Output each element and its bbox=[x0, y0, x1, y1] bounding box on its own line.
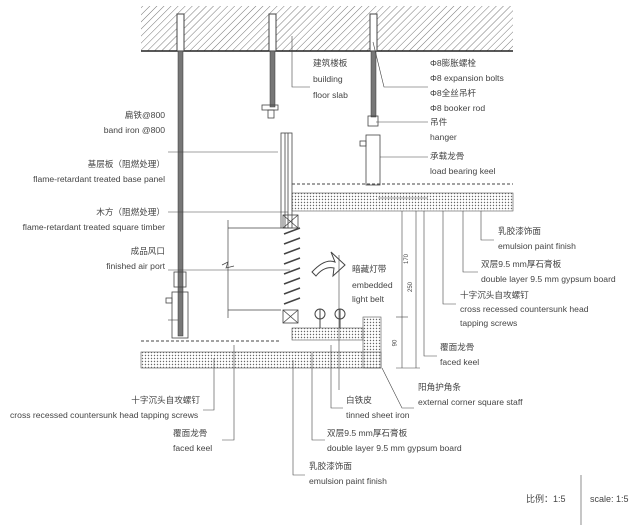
wall-panel bbox=[280, 132, 299, 324]
label-bolt-en: Φ8 expansion bolts bbox=[430, 73, 504, 83]
label-paint2-cn: 乳胶漆饰面 bbox=[309, 461, 352, 471]
label-gyp1-en: double layer 9.5 mm gypsum board bbox=[481, 274, 616, 284]
lower-ceiling-board bbox=[140, 316, 382, 369]
label-air-cn: 成品风口 bbox=[130, 246, 165, 256]
label-light-en1: embedded bbox=[352, 280, 393, 290]
label-light-en2: light belt bbox=[352, 294, 385, 304]
airflow-arrow-icon bbox=[311, 251, 346, 278]
label-timber-cn: 木方（阻燃处理） bbox=[96, 207, 165, 217]
label-lbkeel-cn: 承载龙骨 bbox=[430, 151, 465, 161]
label-timber-en: flame-retardant treated square timber bbox=[22, 222, 165, 232]
scale-en: scale: 1:5 bbox=[590, 494, 629, 504]
label-light-cn: 暗藏灯带 bbox=[352, 264, 387, 274]
label-gyp1-cn: 双层9.5 mm厚石膏板 bbox=[481, 259, 562, 269]
label-corner-en: external corner square staff bbox=[418, 397, 523, 407]
label-faced2-cn: 覆面龙骨 bbox=[173, 428, 208, 438]
label-screw1-en2: tapping screws bbox=[460, 318, 518, 328]
dimension-250: 250 bbox=[408, 281, 415, 293]
label-corner-cn: 阳角护角条 bbox=[418, 382, 461, 392]
label-gyp2-cn: 双层9.5 mm厚石膏板 bbox=[327, 428, 408, 438]
label-band-cn: 扁铁@800 bbox=[124, 110, 165, 120]
label-rod-cn: Φ8全丝吊杆 bbox=[430, 88, 477, 98]
label-slab-en2: floor slab bbox=[313, 90, 348, 100]
label-paint2-en: emulsion paint finish bbox=[309, 476, 387, 486]
label-paint1-en: emulsion paint finish bbox=[498, 241, 576, 251]
dimension-90: 90 bbox=[392, 339, 399, 347]
label-gyp2-en: double layer 9.5 mm gypsum board bbox=[327, 443, 462, 453]
label-tin-cn: 白铁皮 bbox=[346, 395, 372, 405]
label-faced1-cn: 覆面龙骨 bbox=[440, 342, 475, 352]
floor-slab bbox=[141, 6, 513, 52]
label-band-en: band iron @800 bbox=[103, 125, 165, 135]
hanger-rods bbox=[177, 50, 377, 337]
label-paint1-cn: 乳胶漆饰面 bbox=[498, 226, 541, 236]
label-base-en: flame-retardant treated base panel bbox=[33, 174, 165, 184]
air-port-louvers bbox=[283, 227, 301, 305]
label-screw2-en: cross recessed countersunk head tapping … bbox=[10, 410, 199, 420]
leader-lines bbox=[168, 36, 582, 525]
label-screw2-cn: 十字沉头自攻螺钉 bbox=[131, 395, 200, 405]
label-slab-cn: 建筑楼板 bbox=[313, 58, 348, 68]
upper-ceiling-board bbox=[291, 183, 514, 212]
label-lbkeel-en: load bearing keel bbox=[430, 166, 496, 176]
label-tin-en: tinned sheet iron bbox=[346, 410, 410, 420]
label-screw1-en1: cross recessed countersunk head bbox=[460, 304, 589, 314]
label-bolt-cn: Φ8膨胀螺栓 bbox=[430, 58, 477, 68]
hangers-and-keels bbox=[165, 104, 381, 339]
label-rod-en: Φ8 booker rod bbox=[430, 103, 486, 113]
label-hanger-cn: 吊件 bbox=[430, 117, 448, 127]
light-belt-lamps bbox=[314, 308, 346, 328]
dimension-lines bbox=[396, 211, 420, 369]
break-line bbox=[221, 220, 281, 318]
scale-cn: 比例：1:5 bbox=[526, 494, 566, 504]
label-hanger-en: hanger bbox=[430, 132, 457, 142]
label-faced2-en: faced keel bbox=[173, 443, 213, 453]
label-faced1-en: faced keel bbox=[440, 357, 480, 367]
label-slab-en1: building bbox=[313, 74, 343, 84]
label-air-en: finished air port bbox=[106, 261, 165, 271]
dimension-170: 170 bbox=[404, 253, 411, 265]
label-base-cn: 基层板（阻燃处理） bbox=[87, 159, 165, 169]
label-screw1-cn: 十字沉头自攻螺钉 bbox=[460, 290, 529, 300]
